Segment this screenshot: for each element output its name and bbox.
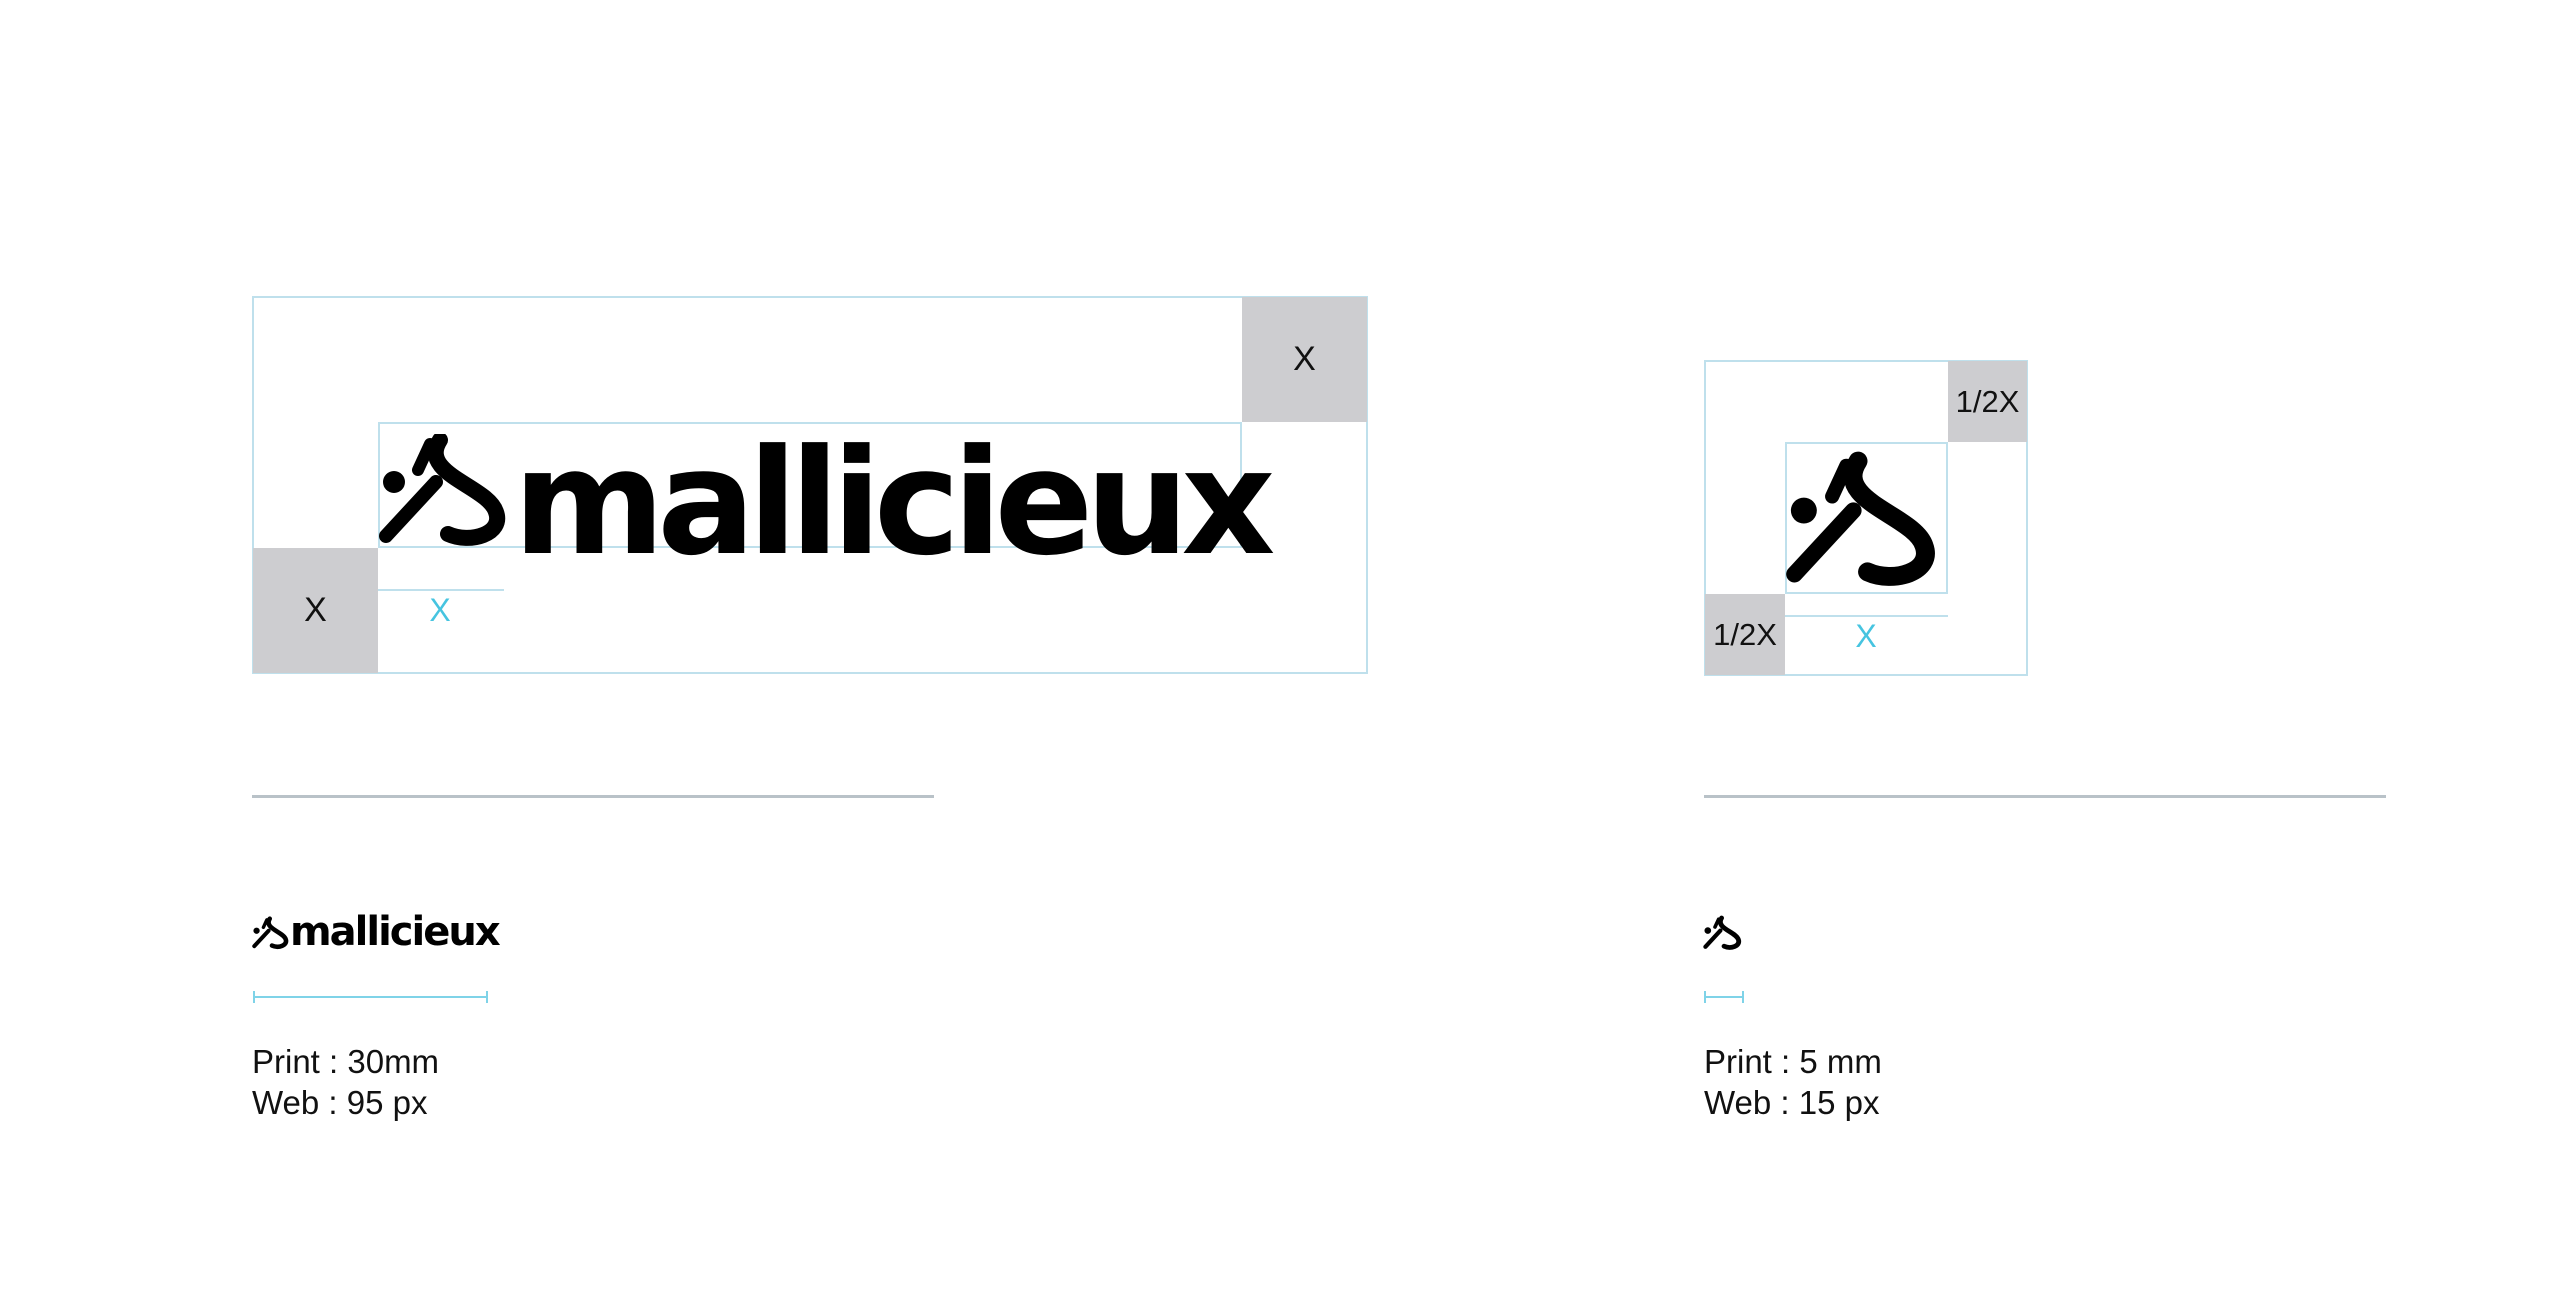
smallicieux-logo: mallicieux	[378, 428, 1276, 576]
web-spec: Web : 95 px	[252, 1084, 428, 1121]
clearspace-box-top-right: X	[1242, 297, 1367, 422]
print-spec: Print : 5 mm	[1704, 1043, 1882, 1080]
clearspace-box-bottom-left: 1/2X	[1705, 594, 1785, 675]
measure-label: X	[1855, 618, 1877, 654]
clearspace-box-top-right: 1/2X	[1948, 361, 2027, 442]
icon-bounding-box	[1785, 442, 1948, 594]
icon-outer-frame	[1704, 360, 2028, 676]
clearspace-box-bottom-left: X	[253, 548, 378, 673]
small-icon	[1703, 915, 1742, 950]
measure-label: X	[429, 592, 451, 628]
clearspace-label: X	[1293, 340, 1316, 378]
small-logo-mark	[252, 916, 289, 949]
smallicieux-logo-mark	[379, 434, 506, 546]
print-spec: Print : 30mm	[252, 1043, 440, 1080]
measure-line	[378, 589, 504, 591]
clearspace-label: 1/2X	[1955, 383, 2020, 419]
web-spec: Web : 15 px	[1704, 1084, 1880, 1121]
small-wordmark-text: mallicieux	[290, 909, 501, 955]
smallicieux-icon	[1786, 451, 1935, 586]
width-measure	[1704, 991, 1744, 1003]
wordmark-text: mallicieux	[513, 418, 1276, 588]
clearspace-label: X	[304, 591, 327, 629]
clearspace-label: 1/2X	[1713, 616, 1777, 652]
measure-line	[1785, 615, 1948, 617]
divider-left	[252, 795, 934, 798]
small-logo: mallicieux	[252, 912, 501, 954]
logo-bounding-box	[378, 422, 1242, 548]
divider-right	[1704, 795, 2386, 798]
width-measure	[253, 991, 488, 1003]
outer-clearspace-frame	[252, 296, 1368, 674]
